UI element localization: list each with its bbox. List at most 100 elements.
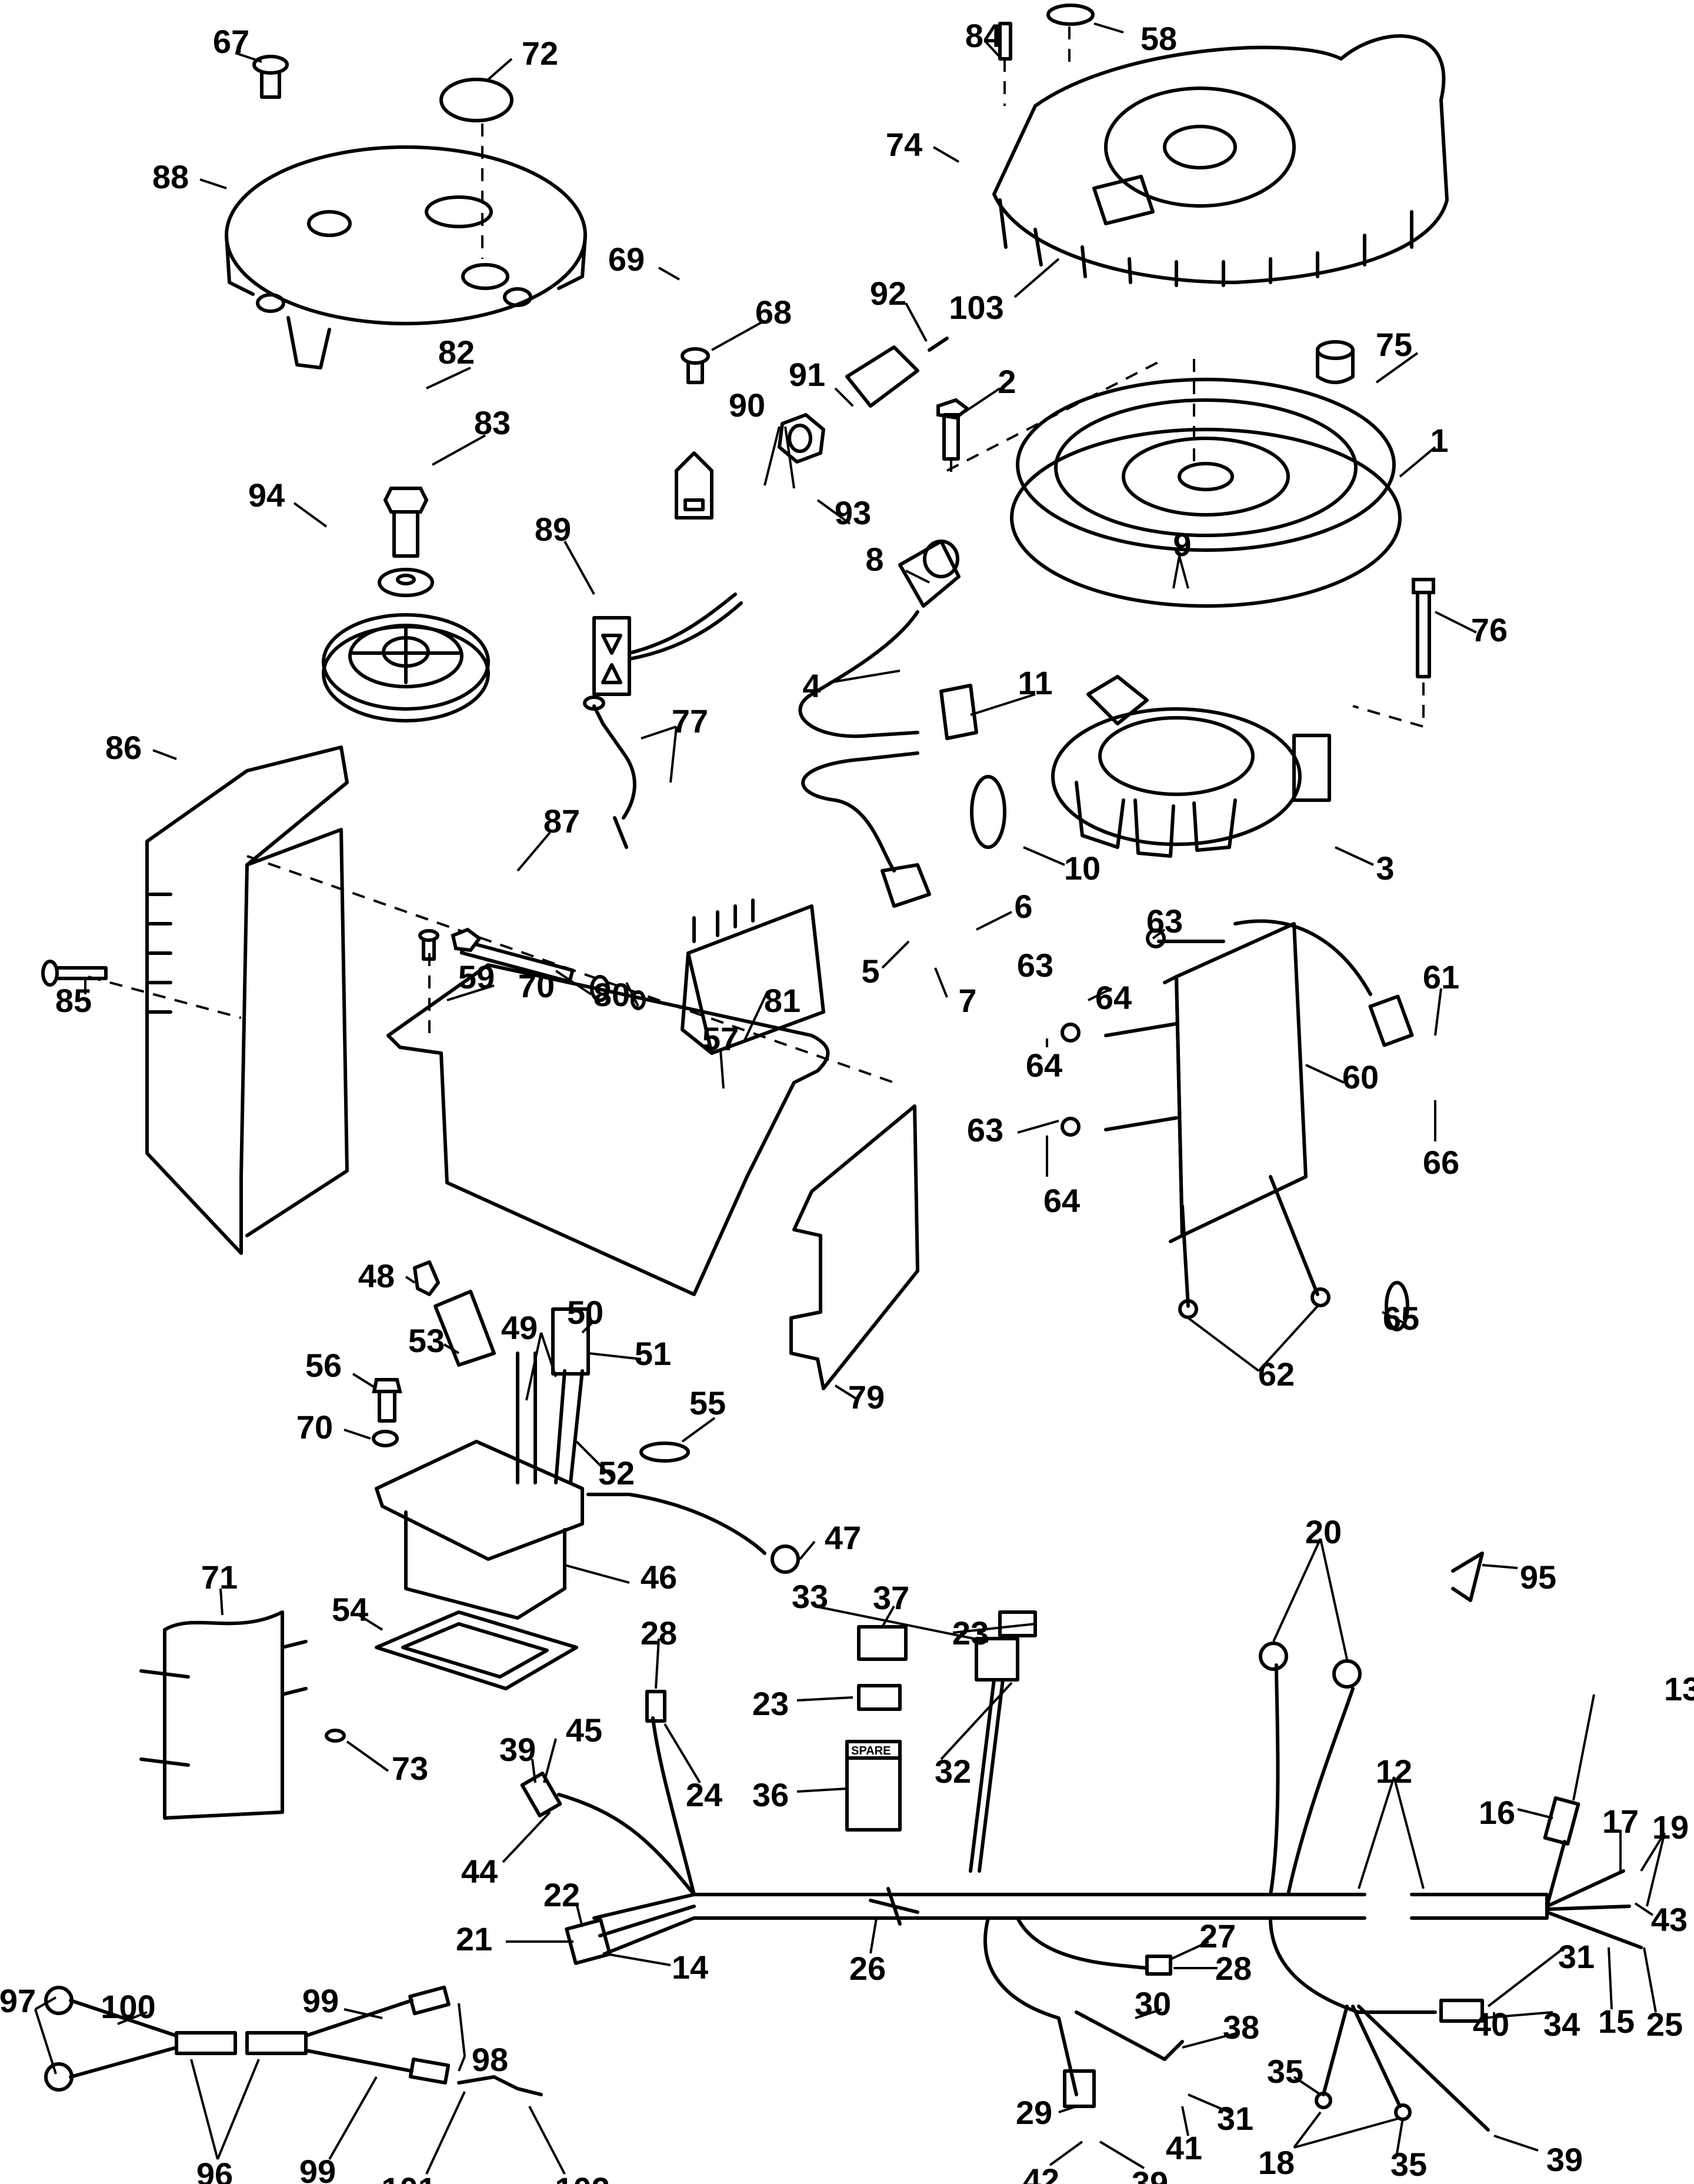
callout-label-3: 3 xyxy=(1376,850,1394,887)
callout-label-56: 56 xyxy=(305,1347,342,1384)
callout-label-79: 79 xyxy=(848,1379,885,1416)
callout-label-12: 12 xyxy=(1376,1753,1412,1790)
screw-69 xyxy=(681,347,710,384)
callout-label-42: 42 xyxy=(1023,2162,1059,2184)
flywheel-cover xyxy=(992,34,1449,287)
callout-label-19: 19 xyxy=(1652,1809,1689,1846)
clamp-55 xyxy=(639,1441,690,1463)
callout-label-39: 39 xyxy=(1546,2141,1583,2178)
callout-label-43: 43 xyxy=(1651,1901,1688,1938)
callout-label-31: 31 xyxy=(1558,1938,1595,1975)
callout-label-7: 7 xyxy=(958,982,976,1019)
callout-label-95: 95 xyxy=(1520,1559,1556,1596)
screw-56 xyxy=(372,1378,402,1423)
gasket-54 xyxy=(375,1610,578,1690)
callout-label-28: 28 xyxy=(1215,1950,1252,1987)
callout-label-48: 48 xyxy=(358,1257,395,1294)
plug-72 xyxy=(439,78,513,122)
connector-32-33 xyxy=(969,1637,1019,1873)
callout-label-86: 86 xyxy=(105,729,142,766)
jumper-harness xyxy=(44,1985,543,2096)
spark-plug-lead xyxy=(583,695,636,849)
callout-label-53: 53 xyxy=(408,1322,445,1359)
callout-label-44: 44 xyxy=(461,1853,498,1890)
callout-label-41: 41 xyxy=(1166,2129,1202,2166)
callout-label-5: 5 xyxy=(861,953,879,990)
bolt-87 xyxy=(451,927,575,984)
callout-label-39: 39 xyxy=(499,1731,536,1768)
callout-label-94: 94 xyxy=(248,477,285,514)
callout-label-20: 20 xyxy=(1305,1513,1342,1550)
callout-label-25: 25 xyxy=(1646,2006,1683,2043)
callout-label-84: 84 xyxy=(965,17,1002,54)
callout-label-31: 31 xyxy=(1217,2100,1253,2137)
callout-label-57: 57 xyxy=(702,1020,739,1057)
spare-label: SPARE xyxy=(851,1744,891,1757)
callout-label-11: 11 xyxy=(1018,664,1052,701)
callout-label-45: 45 xyxy=(566,1712,602,1749)
nut-70 xyxy=(372,1430,399,1447)
callout-label-73: 73 xyxy=(392,1750,428,1787)
callout-label-29: 29 xyxy=(1016,2094,1052,2131)
callout-label-99: 99 xyxy=(302,1982,339,2019)
connector-91 xyxy=(845,345,919,408)
fuse-23-lower xyxy=(857,1684,902,1711)
callout-label-96: 96 xyxy=(196,2156,233,2184)
callout-label-30: 30 xyxy=(1135,1985,1171,2022)
rectifier-regulator xyxy=(375,1351,800,1620)
callout-label-38: 38 xyxy=(1223,2009,1259,2046)
callout-label-87: 87 xyxy=(543,803,580,840)
pulley xyxy=(322,613,490,723)
callout-label-70: 70 xyxy=(518,967,555,1004)
callout-label-18: 18 xyxy=(1258,2144,1295,2181)
callout-label-27: 27 xyxy=(1199,1917,1236,1955)
callout-label-1: 1 xyxy=(1430,422,1448,459)
callout-label-93: 93 xyxy=(835,494,871,531)
callout-label-61: 61 xyxy=(1423,958,1459,996)
callout-label-10: 10 xyxy=(1064,850,1101,887)
cable-tie-10 xyxy=(970,775,1006,849)
callout-label-89: 89 xyxy=(535,511,571,548)
callout-label-68: 68 xyxy=(755,294,792,331)
callout-label-62: 62 xyxy=(1258,1356,1295,1393)
callout-label-91: 91 xyxy=(789,356,825,393)
callout-label-100: 100 xyxy=(101,1988,155,2025)
callout-label-51: 51 xyxy=(635,1335,671,1372)
stator-screw-76 xyxy=(1352,578,1435,728)
clip-11 xyxy=(939,684,978,740)
callout-label-88: 88 xyxy=(152,158,189,195)
callout-label-13: 13 xyxy=(1664,1670,1694,1707)
callout-label-64: 64 xyxy=(1043,1182,1080,1219)
callout-label-103: 103 xyxy=(949,289,1003,326)
callout-label-39: 39 xyxy=(1132,2165,1168,2184)
grommet-48 xyxy=(413,1260,440,1296)
cover-57 xyxy=(386,953,830,1296)
callout-label-2: 2 xyxy=(998,363,1016,400)
ignition-coil xyxy=(681,898,825,1055)
callout-label-85: 85 xyxy=(55,982,92,1019)
connector-53 xyxy=(433,1290,496,1367)
callout-label-52: 52 xyxy=(598,1454,635,1491)
callout-label-21: 21 xyxy=(456,1920,492,1957)
callout-label-35: 35 xyxy=(1390,2146,1427,2183)
callout-label-77: 77 xyxy=(672,703,708,740)
terminal-92 xyxy=(928,337,949,352)
callout-label-64: 64 xyxy=(1026,1047,1062,1084)
callout-label-63: 63 xyxy=(1146,903,1183,940)
callout-label-67: 67 xyxy=(213,23,249,60)
callout-label-28: 28 xyxy=(641,1614,677,1652)
bolt-2 xyxy=(936,398,971,480)
callout-label-55: 55 xyxy=(689,1384,726,1421)
callout-label-76: 76 xyxy=(1471,611,1508,648)
callout-label-80: 80 xyxy=(593,976,630,1013)
callout-label-17: 17 xyxy=(1602,1803,1639,1840)
callout-label-47: 47 xyxy=(825,1519,861,1556)
fuse-holder-36: SPARE xyxy=(845,1740,902,1832)
screw-84 xyxy=(998,22,1012,106)
callout-label-33: 33 xyxy=(792,1578,828,1615)
callout-label-58: 58 xyxy=(1141,20,1177,57)
connector-50 xyxy=(551,1307,590,1376)
clamp-65 xyxy=(1385,1281,1409,1331)
